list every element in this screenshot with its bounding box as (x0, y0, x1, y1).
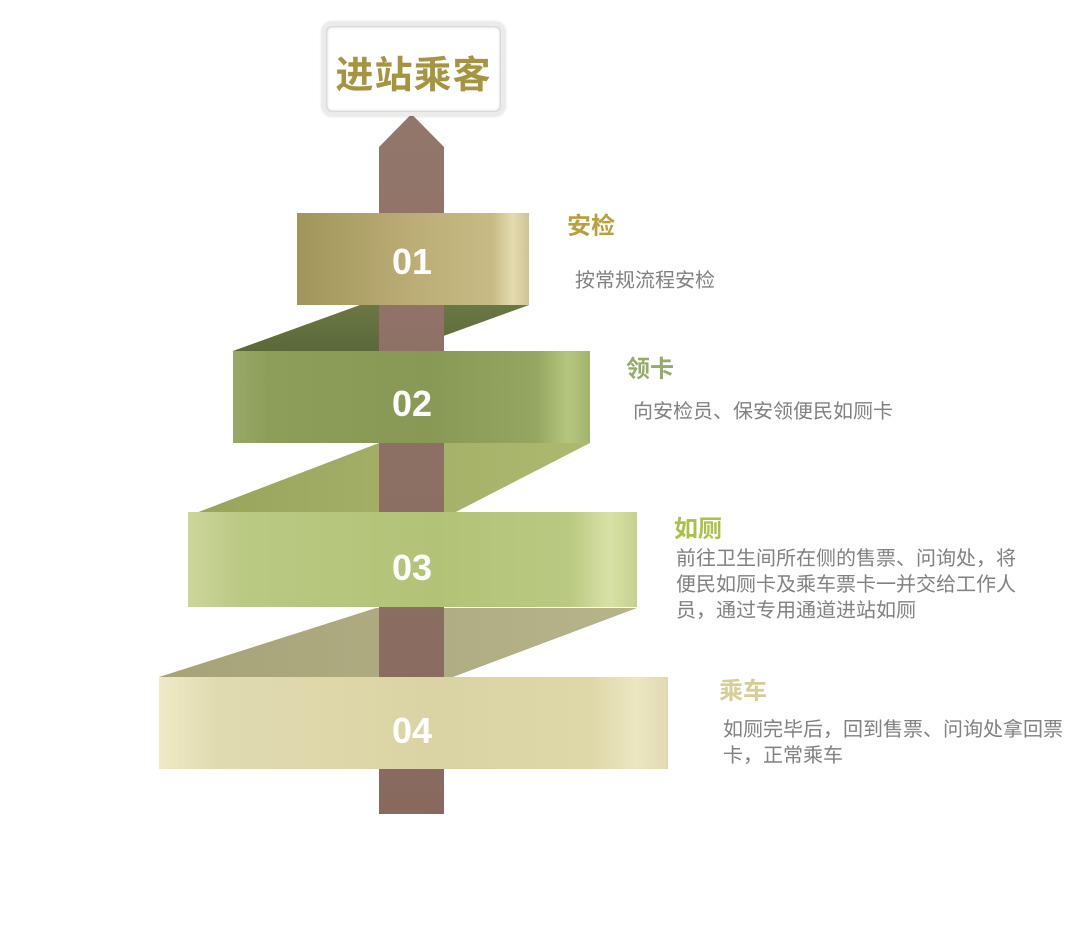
title-box: 进站乘客 (322, 22, 505, 116)
ribbon-band-1 (297, 213, 529, 305)
ribbon-band-3 (188, 512, 637, 607)
step-number-2: 02 (391, 383, 433, 424)
step-number-1: 01 (391, 241, 433, 282)
step-desc-1-line-1: 按常规流程安检 (575, 264, 715, 293)
ribbon-band-2 (233, 351, 590, 443)
title-text: 进站乘客 (335, 44, 492, 99)
step-desc-3-line-1: 前往卫生间所在侧的售票、问询处，将 (676, 542, 1016, 571)
step-desc-3: 前往卫生间所在侧的售票、问询处，将 便民如厕卡及乘车票卡一并交给工作人 员，通过… (676, 544, 1016, 622)
ribbon-band-4 (159, 677, 668, 769)
step-desc-1: 按常规流程安检 (575, 266, 715, 292)
step-desc-3-line-2: 便民如厕卡及乘车票卡一并交给工作人 (676, 568, 1016, 597)
step-label-1: 安检 (567, 206, 615, 241)
step-label-4: 乘车 (719, 671, 767, 706)
step-desc-3-line-3: 员，通过专用通道进站如厕 (676, 594, 916, 623)
step-desc-2-line-1: 向安检员、保安领便民如厕卡 (633, 395, 893, 424)
step-number-4: 04 (391, 710, 433, 751)
step-number-3: 03 (391, 547, 433, 588)
step-label-2: 领卡 (626, 349, 674, 384)
step-desc-4: 如厕完毕后，回到售票、问询处拿回票 卡，正常乘车 (723, 715, 1063, 767)
step-desc-4-line-1: 如厕完毕后，回到售票、问询处拿回票 (723, 713, 1063, 742)
step-desc-4-line-2: 卡，正常乘车 (723, 739, 843, 768)
step-desc-2: 向安检员、保安领便民如厕卡 (633, 397, 893, 423)
step-label-3: 如厕 (674, 509, 722, 544)
